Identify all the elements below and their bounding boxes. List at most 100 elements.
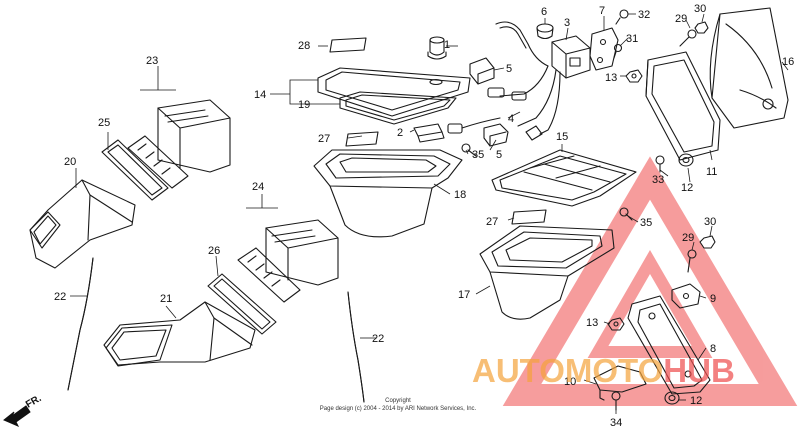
part-19-seal [339,91,457,125]
callout-7: 7 [599,5,605,17]
watermark-text-hub: HUB [663,352,735,389]
front-direction-indicator: FR. [3,393,44,427]
callout-18: 18 [454,189,466,201]
part-2-clip [413,123,445,143]
callout-33: 33 [652,174,664,186]
part-27-label-lower [511,209,547,225]
callout-12-lower: 12 [690,395,702,407]
part-1-plug [427,36,447,60]
callout-19: 19 [298,99,310,111]
part-34-screw [611,391,621,411]
svg-text:AUTOMOTOHUB: AUTOMOTOHUB [472,352,735,389]
callout-29-upper: 29 [675,13,687,25]
part-7-plate [589,27,619,71]
callout-4: 4 [508,113,514,125]
callout-34: 34 [610,417,622,429]
part-15-tray [491,149,637,207]
part-31-screw [613,43,623,59]
front-arrow-icon [3,405,31,427]
part-17-lower-box [479,225,615,320]
part-33-screw [655,155,665,173]
part-25-gasket [101,139,169,201]
part-13-nut-upper [625,69,643,83]
part-20-left-duct [29,179,136,269]
callout-13-upper: 13 [605,72,617,84]
callout-17: 17 [458,289,470,301]
callout-31: 31 [626,33,638,45]
callout-27-upper: 27 [318,133,330,145]
part-30-nut-upper [694,21,709,34]
part-22-drain-tube-left [67,257,94,391]
copyright-line-1: Copyright [385,398,411,404]
part-10-bracket [593,365,647,401]
part-5-bracket-upper [469,57,495,85]
part-30-nut-lower [699,235,716,249]
callout-28: 28 [298,40,310,52]
part-12-grommet-lower [664,391,680,405]
part-11-frame [645,51,721,161]
part-32-screw [615,9,629,25]
watermark-triangle [502,156,798,406]
front-direction-label: FR. [24,393,44,411]
callout-5-lower: 5 [496,149,502,161]
part-8-side-cover [627,295,711,395]
callout-10: 10 [564,376,576,388]
callout-12-upper: 12 [681,182,693,194]
callout-21: 21 [160,293,172,305]
watermark-text-automoto: AUTOMOTO [472,352,663,389]
part-4-wiring-harness [447,21,561,141]
part-23-grille [127,135,189,189]
part-29-bolt-upper [679,29,697,47]
part-5-bracket-lower [483,123,509,147]
callout-11: 11 [706,166,717,178]
callout-2: 2 [397,127,403,139]
part-14-lid [317,67,471,117]
callout-8: 8 [710,343,716,355]
part-35-screw-upper [461,143,477,157]
callout-20: 20 [64,156,76,168]
part-9-bracket [671,283,701,309]
callout-6: 6 [541,6,547,18]
copyright-line-2: Page design (c) 2004 - 2014 by ARI Netwo… [320,406,477,412]
part-18-center-box [313,149,463,238]
callout-16: 16 [782,56,794,68]
watermark-logo: AUTOMOTOHUB [472,352,735,389]
callout-15: 15 [556,131,568,143]
callout-22-right: 22 [372,333,384,345]
part-6-knob [536,23,554,40]
part-23-duct-cover [157,99,231,173]
callout-26: 26 [208,245,220,257]
callout-30-lower: 30 [704,216,716,228]
callout-24: 24 [252,181,264,193]
copyright-notice: Copyright Page design (c) 2004 - 2014 by… [320,398,477,412]
callout-14: 14 [254,89,266,101]
callout-9: 9 [710,293,716,305]
callout-30-upper: 30 [694,3,706,15]
part-16-rear-duct [709,7,789,129]
part-21-lower-duct [103,301,256,367]
callout-13-lower: 13 [586,317,598,329]
callout-25: 25 [98,117,110,129]
callout-23: 23 [146,55,158,67]
part-3-switch [551,35,591,79]
callout-labels: 1 2 3 4 5 5 6 7 8 9 10 11 12 12 13 13 14… [54,3,794,429]
callout-22-left: 22 [54,291,66,303]
part-12-grommet-upper [678,153,694,167]
callout-29-lower: 29 [682,232,694,244]
part-24-duct-cover [265,219,339,286]
part-26-gasket [207,273,277,335]
part-27-label-upper [345,131,379,147]
part-24-grille [237,247,301,303]
callout-27-lower: 27 [486,216,498,228]
part-22-drain-tube-right [347,291,365,403]
part-13-nut-lower [607,317,625,331]
leader-lines [70,13,789,414]
callout-3: 3 [564,17,570,29]
callout-5-upper: 5 [506,63,512,75]
callout-32: 32 [638,9,650,21]
callout-35-upper: 35 [472,149,484,161]
part-28-label [329,37,367,53]
callout-1: 1 [444,39,450,51]
callout-35-lower: 35 [640,217,652,229]
